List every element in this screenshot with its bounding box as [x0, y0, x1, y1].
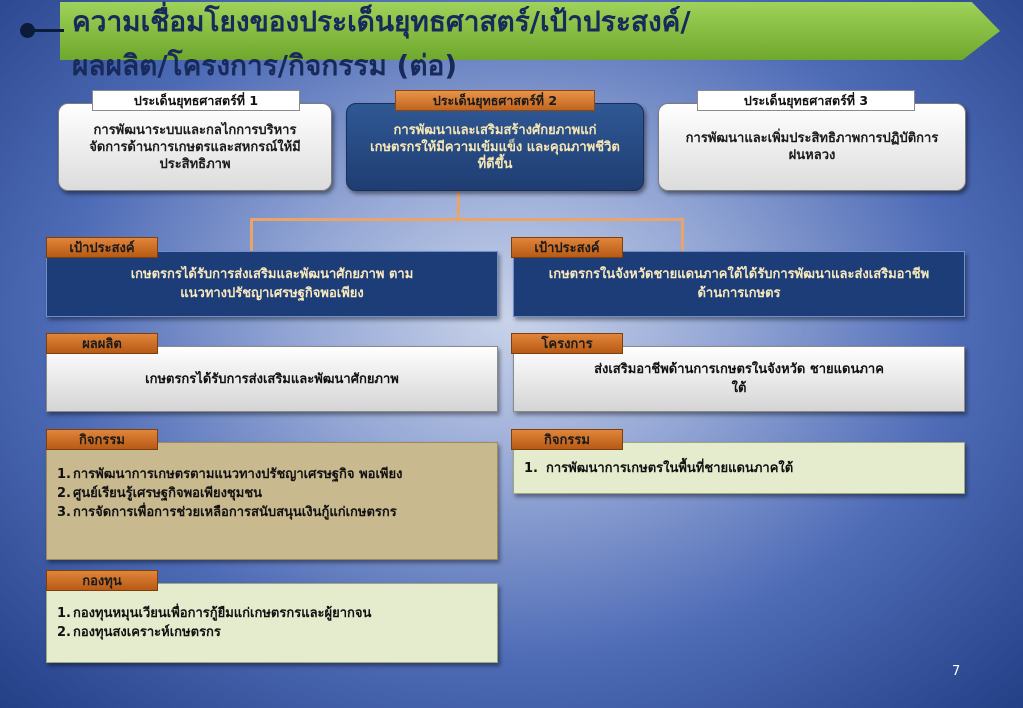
strategy-2-box: การพัฒนาและเสริมสร้างศักยภาพแก่เกษตรกรให… [346, 103, 644, 191]
strategy-3-text: การพัฒนาและเพิ่มประสิทธิภาพการปฏิบัติการ… [685, 131, 939, 163]
list-item: 3. การจัดการเพื่อการช่วยเหลือการสนับสนุน… [57, 503, 487, 522]
list-item: 2. กองทุนสงเคราะห์เกษตรกร [57, 623, 487, 642]
strategy-1-label: ประเด็นยุทธศาสตร์ที่ 1 [92, 90, 300, 111]
connector-right-drop [681, 218, 684, 252]
left-output-box: เกษตรกรได้รับการส่งเสริมและพัฒนาศักยภาพ [46, 346, 498, 412]
page-number: 7 [952, 664, 961, 679]
slide-title: ความเชื่อมโยงของประเด็นยุทธศาสตร์/เป้าปร… [72, 5, 691, 82]
list-text: ศูนย์เรียนรู้เศรษฐกิจพอเพียงชุมชน [73, 486, 263, 501]
strategy-2-label: ประเด็นยุทธศาสตร์ที่ 2 [395, 90, 595, 111]
title-bullet-line [22, 29, 64, 32]
left-goal-text: เกษตรกรได้รับการส่งเสริมและพัฒนาศักยภาพ … [130, 267, 414, 301]
fund-box: 1. กองทุนหมุนเวียนเพื่อการกู้ยืมแก่เกษตร… [46, 583, 498, 663]
right-project-box: ส่งเสริมอาชีพด้านการเกษตรในจังหวัด ชายแด… [513, 346, 965, 412]
right-goal-box: เกษตรกรในจังหวัดชายแดนภาคใต้ได้รับการพัฒ… [513, 251, 965, 317]
right-goal-tab: เป้าประสงค์ [511, 237, 623, 258]
list-number: 1. [57, 467, 71, 482]
title-banner [60, 2, 1000, 60]
connector-left-drop [250, 218, 253, 252]
list-text: การจัดการเพื่อการช่วยเหลือการสนับสนุนเงิ… [73, 505, 397, 520]
left-activity-tab: กิจกรรม [46, 429, 158, 450]
strategy-1-text: การพัฒนาระบบและกลไกการบริหารจัดการด้านกา… [89, 122, 301, 172]
list-text: กองทุนหมุนเวียนเพื่อการกู้ยืมแก่เกษตรกรแ… [73, 606, 372, 621]
left-activity-box: 1. การพัฒนาการเกษตรตามแนวทางปรัชญาเศรษฐก… [46, 442, 498, 560]
left-output-tab: ผลผลิต [46, 333, 158, 354]
list-number: 2. [57, 625, 71, 640]
strategy-1-box: การพัฒนาระบบและกลไกการบริหารจัดการด้านกา… [58, 103, 332, 191]
list-item: 1. การพัฒนาการเกษตรในพื้นที่ชายแดนภาคใต้ [524, 459, 954, 478]
right-goal-text: เกษตรกรในจังหวัดชายแดนภาคใต้ได้รับการพัฒ… [548, 267, 930, 301]
right-project-tab: โครงการ [511, 333, 623, 354]
fund-tab: กองทุน [46, 570, 158, 591]
left-goal-box: เกษตรกรได้รับการส่งเสริมและพัฒนาศักยภาพ … [46, 251, 498, 317]
right-project-text: ส่งเสริมอาชีพด้านการเกษตรในจังหวัด ชายแด… [594, 362, 884, 396]
left-goal-tab: เป้าประสงค์ [46, 237, 158, 258]
strategy-2-text: การพัฒนาและเสริมสร้างศักยภาพแก่เกษตรกรให… [370, 122, 620, 172]
right-activity-box: 1. การพัฒนาการเกษตรในพื้นที่ชายแดนภาคใต้ [513, 442, 965, 494]
list-text: กองทุนสงเคราะห์เกษตรกร [73, 625, 221, 640]
list-number: 3. [57, 505, 71, 520]
connector-stem [457, 191, 460, 219]
list-number: 2. [57, 486, 71, 501]
list-text: การพัฒนาการเกษตรตามแนวทางปรัชญาเศรษฐกิจ … [73, 467, 403, 482]
right-activity-tab: กิจกรรม [511, 429, 623, 450]
left-output-text: เกษตรกรได้รับการส่งเสริมและพัฒนาศักยภาพ [145, 371, 399, 387]
connector-horizontal [250, 218, 684, 221]
list-number: 1. [57, 606, 71, 621]
list-item: 2. ศูนย์เรียนรู้เศรษฐกิจพอเพียงชุมชน [57, 484, 487, 503]
list-number: 1. [524, 461, 538, 476]
strategy-3-box: การพัฒนาและเพิ่มประสิทธิภาพการปฏิบัติการ… [658, 103, 966, 191]
list-item: 1. การพัฒนาการเกษตรตามแนวทางปรัชญาเศรษฐก… [57, 465, 487, 484]
strategy-3-label: ประเด็นยุทธศาสตร์ที่ 3 [697, 90, 915, 111]
list-text: การพัฒนาการเกษตรในพื้นที่ชายแดนภาคใต้ [546, 461, 794, 476]
title-bullet-icon [20, 23, 35, 38]
list-item: 1. กองทุนหมุนเวียนเพื่อการกู้ยืมแก่เกษตร… [57, 604, 487, 623]
